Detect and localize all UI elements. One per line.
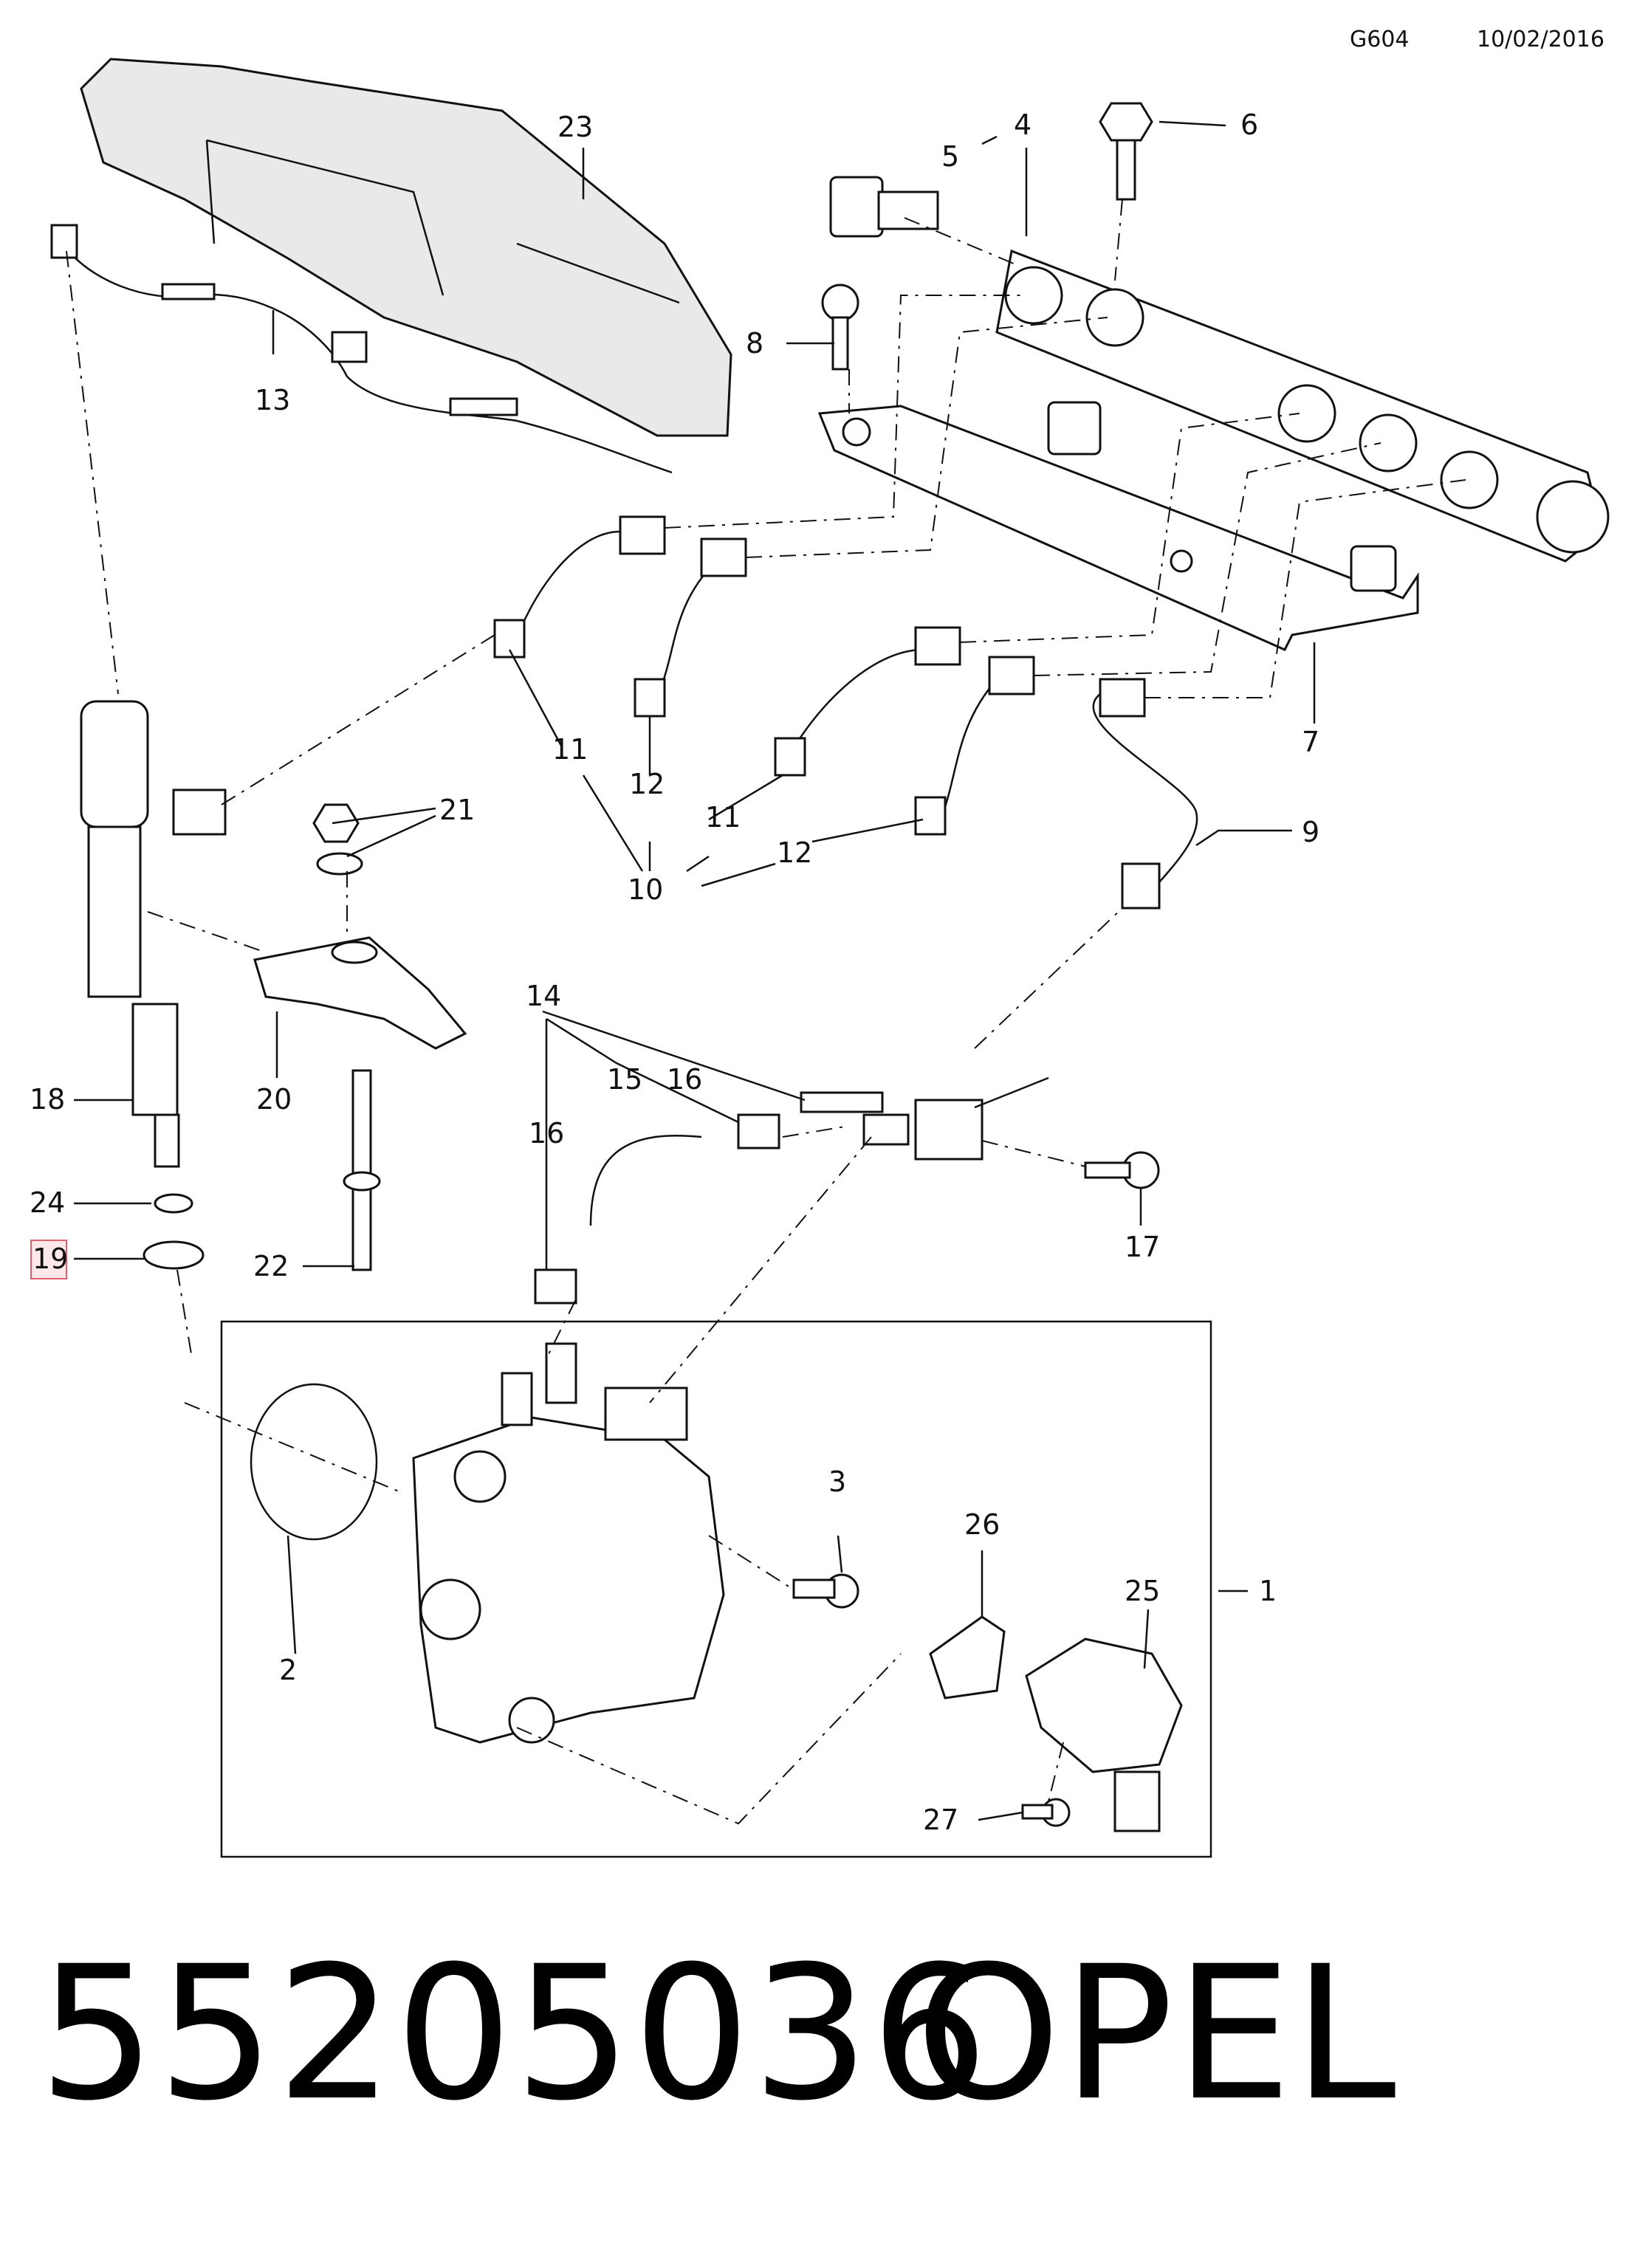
highlight-box-19 — [30, 1240, 67, 1279]
fuel-rail-4 — [995, 249, 1610, 563]
pressure-sensor-5 — [829, 176, 939, 238]
callout-15: 15 — [607, 1063, 642, 1096]
callout-10: 10 — [628, 873, 663, 906]
callout-2: 2 — [279, 1654, 297, 1686]
engine-cover-23 — [80, 58, 732, 437]
part-number: 55205036 — [38, 1926, 990, 2141]
callout-4: 4 — [1014, 109, 1032, 141]
pipe-9 — [1092, 678, 1198, 910]
callout-13: 13 — [255, 384, 290, 416]
callout-6: 6 — [1240, 109, 1258, 141]
callout-1: 1 — [1259, 1575, 1277, 1607]
nut-21 — [312, 803, 363, 876]
leader-lines — [74, 120, 1316, 1821]
injector-18 — [80, 700, 227, 1168]
callout-7: 7 — [1302, 726, 1319, 758]
pipe-12-lower — [914, 656, 1035, 836]
high-pressure-pump — [412, 1342, 725, 1744]
callout-11-upper: 11 — [552, 733, 588, 766]
callout-17: 17 — [1125, 1231, 1160, 1263]
diagram-code: G604 — [1350, 27, 1410, 52]
clip-16-lower — [534, 1268, 577, 1305]
clip-16-upper — [737, 1113, 780, 1150]
callout-23: 23 — [557, 111, 593, 143]
callout-20: 20 — [256, 1083, 292, 1116]
bolt-27 — [1021, 1798, 1071, 1827]
callout-14: 14 — [526, 980, 561, 1012]
callout-26: 26 — [964, 1508, 1000, 1541]
callout-11-lower: 11 — [705, 801, 741, 834]
callout-22: 22 — [253, 1250, 289, 1282]
callout-21: 21 — [439, 794, 475, 826]
callout-27: 27 — [923, 1804, 958, 1836]
bracket-7 — [817, 401, 1419, 651]
pipe-12-upper — [634, 537, 747, 718]
callout-9: 9 — [1302, 816, 1319, 848]
brand-name: OPEL — [916, 1926, 1398, 2141]
bolt-17 — [1084, 1151, 1160, 1189]
callout-16-right: 16 — [667, 1063, 702, 1096]
injector-clamp-20 — [253, 936, 467, 1050]
assembly-lines — [66, 199, 1466, 1825]
callout-12-upper: 12 — [629, 768, 665, 800]
return-hose-15 — [589, 1134, 702, 1226]
bolt-8 — [821, 284, 859, 371]
pressure-regulator-25 — [1025, 1638, 1183, 1832]
callout-24: 24 — [30, 1186, 65, 1219]
callout-8: 8 — [746, 327, 763, 360]
diagram-date: 10/02/2016 — [1477, 27, 1604, 52]
callout-16-left: 16 — [529, 1117, 564, 1150]
washer-24 — [154, 1193, 193, 1214]
stud-22 — [343, 1069, 381, 1271]
callout-12-lower: 12 — [777, 836, 812, 869]
return-connector-14 — [800, 1076, 1049, 1161]
callout-3: 3 — [828, 1465, 846, 1498]
seal-ring-19 — [143, 1240, 205, 1270]
wiring-harness-13 — [50, 224, 673, 474]
pipe-11-lower — [774, 626, 961, 777]
callout-19: 19 — [32, 1243, 68, 1275]
pump-assembly-box-1 — [220, 1320, 1212, 1858]
callout-25: 25 — [1125, 1575, 1160, 1607]
bolt-6 — [1099, 102, 1153, 201]
callout-18: 18 — [30, 1083, 65, 1116]
callout-labels: 1 2 3 4 5 6 7 8 9 10 11 11 12 12 13 14 1… — [30, 109, 1319, 1836]
pipe-11-upper — [493, 515, 666, 659]
bolt-3 — [792, 1573, 859, 1609]
o-ring-2 — [250, 1383, 378, 1541]
gasket-26 — [929, 1615, 1006, 1700]
callout-5: 5 — [941, 140, 959, 173]
